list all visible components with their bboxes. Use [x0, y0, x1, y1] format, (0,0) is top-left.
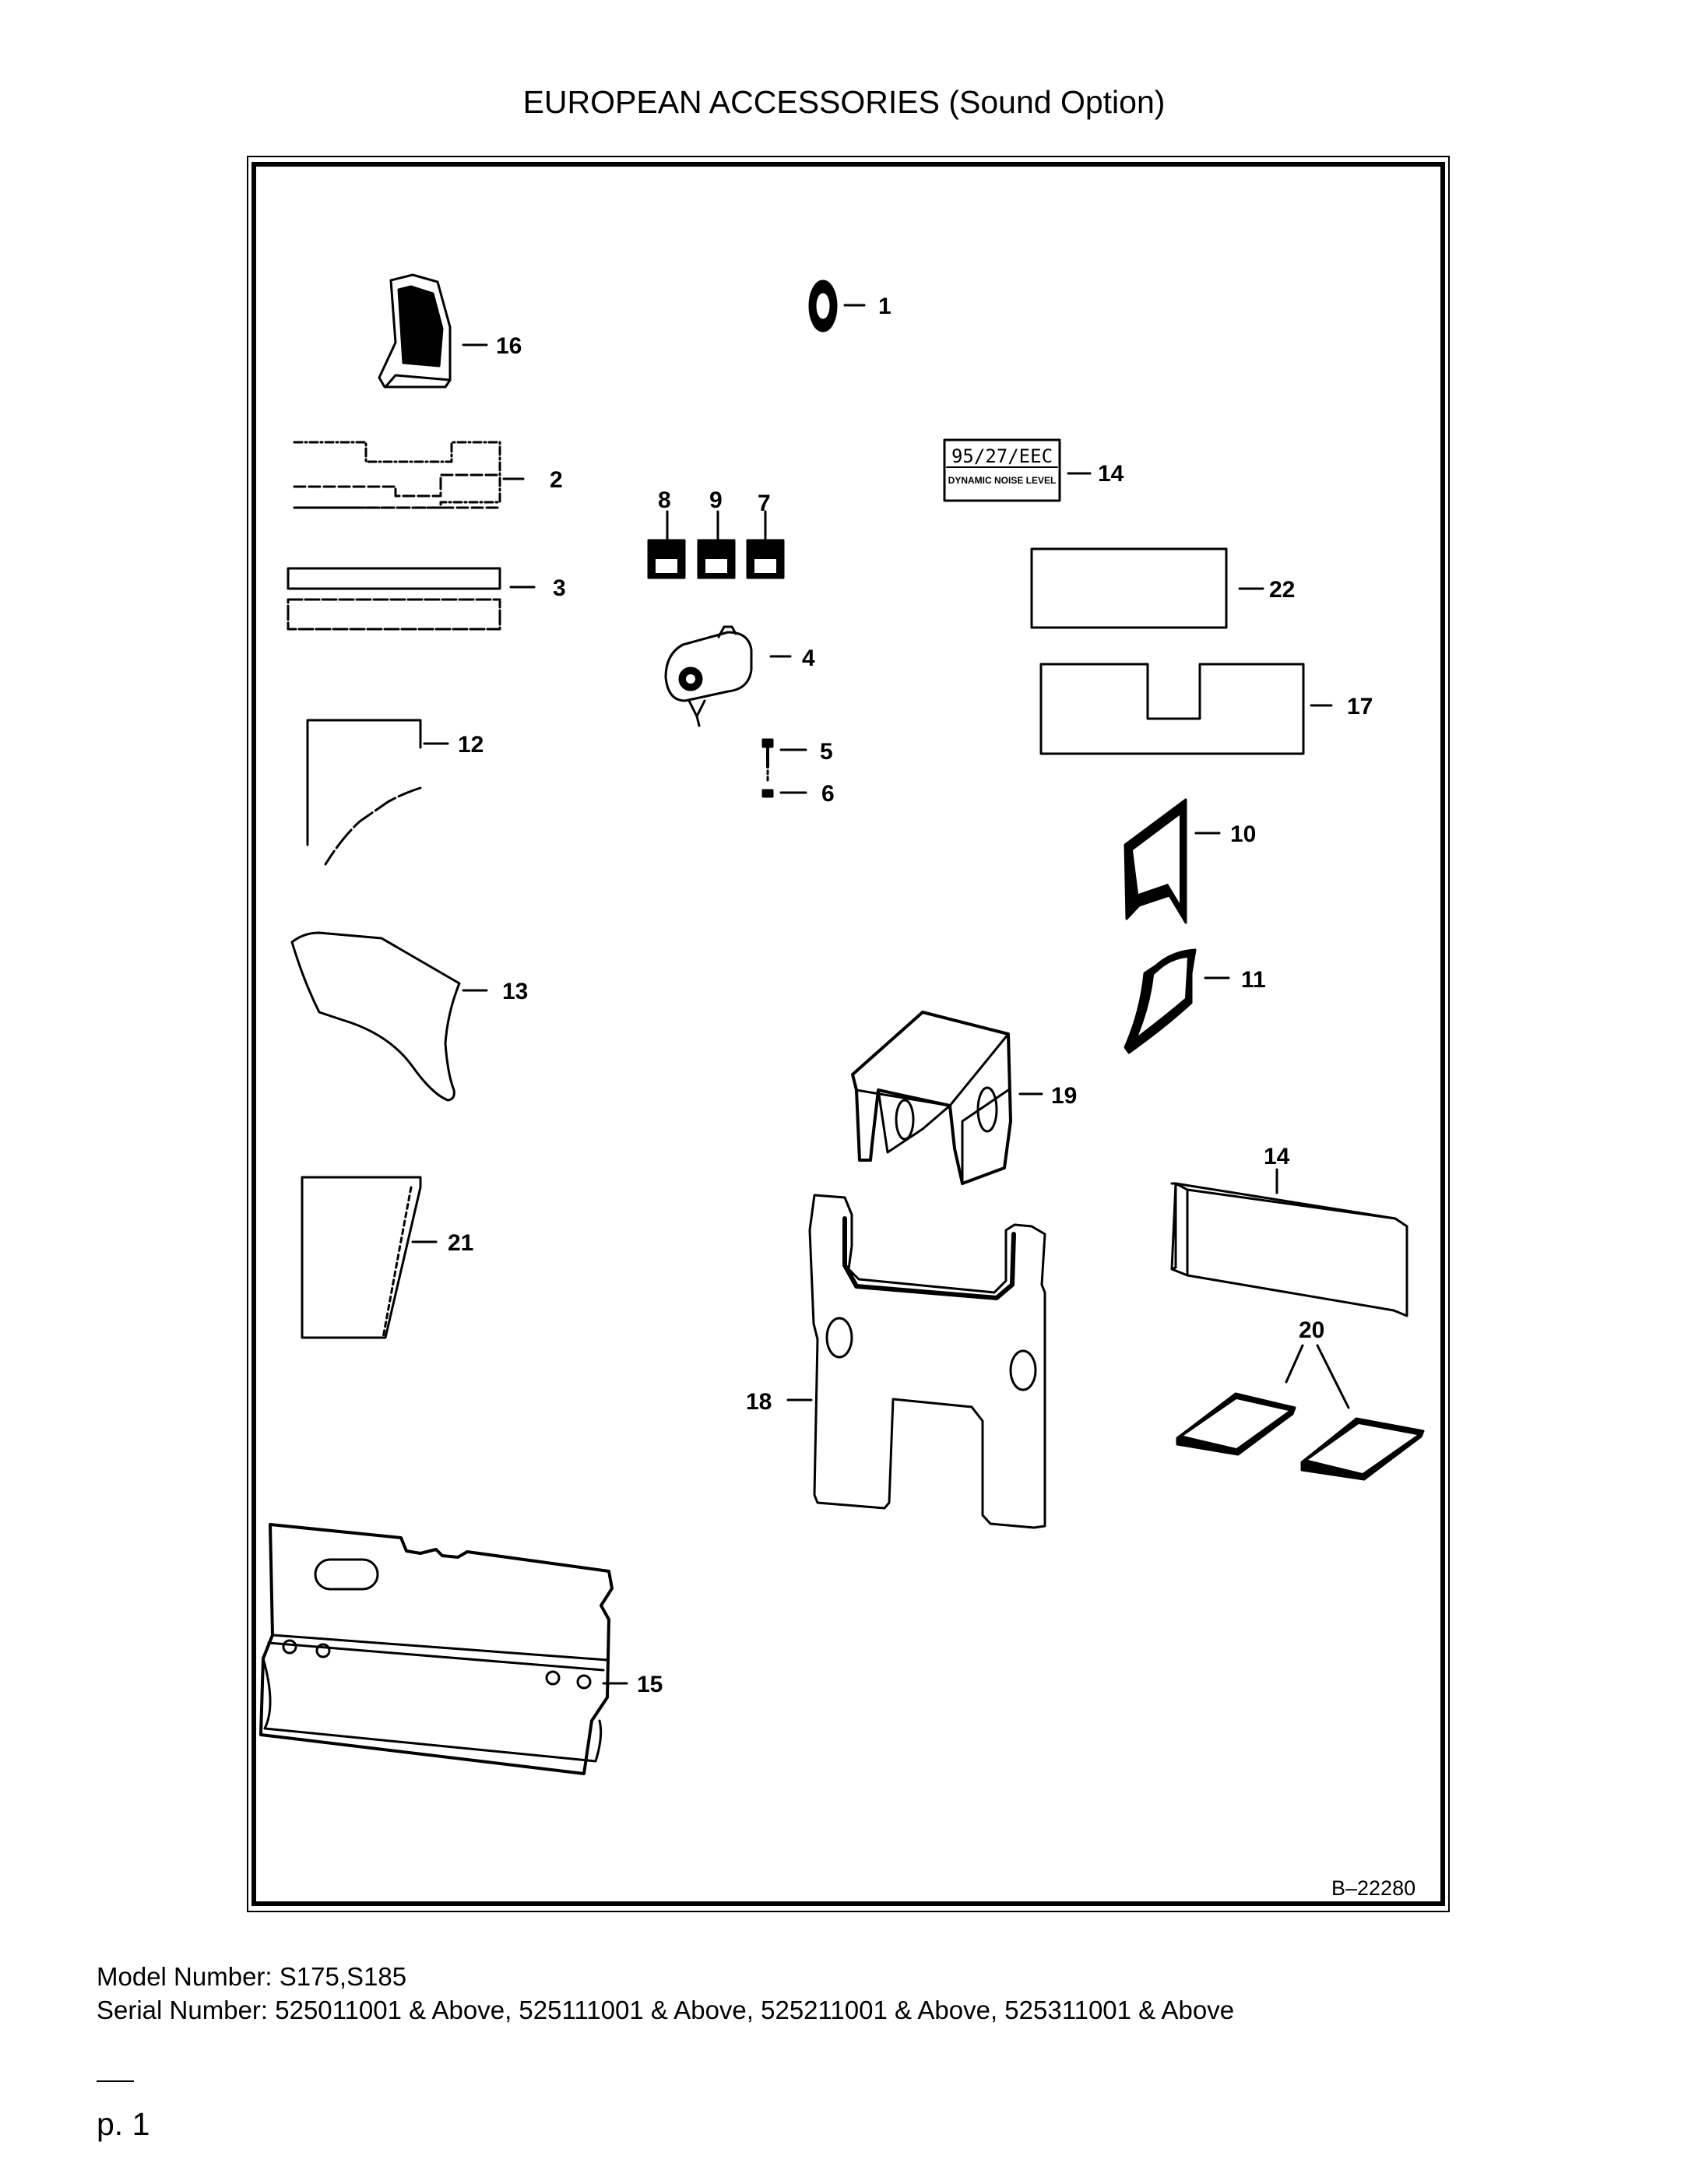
part-22-panel: 22: [1030, 547, 1295, 629]
serial-number: Serial Number: 525011001 & Above, 525111…: [97, 1996, 1235, 2024]
parts-5-6-hardware: 5 6: [761, 738, 835, 807]
callout-6: 6: [821, 781, 835, 807]
parts-8-9-7-decals: 8 9 7: [647, 487, 785, 579]
callout-16: 16: [496, 333, 522, 359]
callout-12: 12: [458, 732, 484, 758]
page-number: p. 1: [97, 2106, 150, 2142]
callout-4: 4: [802, 645, 815, 671]
page-title: EUROPEAN ACCESSORIES (Sound Option): [522, 84, 1166, 120]
callout-10: 10: [1230, 821, 1256, 847]
drawing-number: B–22280: [1331, 1876, 1416, 1900]
callout-19: 19: [1051, 1083, 1077, 1109]
part-1-grommet: 1: [808, 280, 891, 332]
callout-11: 11: [1241, 967, 1266, 993]
part-4-alarm: 4: [664, 625, 815, 727]
callout-2: 2: [550, 467, 563, 493]
part-16-bracket: 16: [378, 273, 522, 389]
part-20-pads: 20: [1176, 1317, 1425, 1481]
part-17-panel: 17: [1039, 663, 1373, 755]
callout-17: 17: [1347, 694, 1373, 719]
callout-14b: 14: [1264, 1144, 1290, 1169]
decal-line-2: DYNAMIC NOISE LEVEL: [948, 475, 1057, 486]
part-14-decal: 95/27/EEC DYNAMIC NOISE LEVEL 14: [943, 438, 1124, 502]
part-10-foam: 10: [1124, 798, 1256, 924]
part-19-bracket: 19: [851, 1011, 1077, 1185]
callout-3: 3: [553, 575, 566, 601]
part-18-panel: 18: [746, 1194, 1046, 1529]
decal-line-1: 95/27/EEC: [951, 445, 1053, 467]
part-13-panel: 13: [290, 931, 528, 1102]
diagram-frame-inner: [251, 162, 1445, 1906]
part-14-foam-block: 14: [1170, 1144, 1408, 1317]
callout-18: 18: [746, 1389, 772, 1415]
page-divider: [97, 2080, 134, 2082]
callout-5: 5: [820, 739, 833, 765]
callout-13: 13: [502, 979, 528, 1004]
model-number: Model Number: S175,S185: [97, 1962, 407, 1991]
callout-9: 9: [709, 487, 723, 513]
callout-14a: 14: [1098, 461, 1124, 487]
callout-15: 15: [637, 1672, 663, 1697]
part-11-foam: 11: [1124, 948, 1266, 1054]
diagram-frame-outer: [247, 156, 1450, 1912]
callout-1: 1: [878, 294, 891, 319]
part-15-panel: 15: [259, 1523, 663, 1775]
callout-21: 21: [448, 1230, 473, 1256]
part-2-foam-strip: 2: [293, 441, 563, 509]
part-12-panel: 12: [306, 719, 484, 866]
callout-7: 7: [758, 491, 771, 516]
callout-8: 8: [658, 487, 671, 513]
part-3-strips: 3: [287, 567, 566, 631]
callout-22: 22: [1269, 577, 1295, 603]
callout-20: 20: [1299, 1317, 1324, 1343]
part-21-panel: 21: [301, 1176, 473, 1339]
